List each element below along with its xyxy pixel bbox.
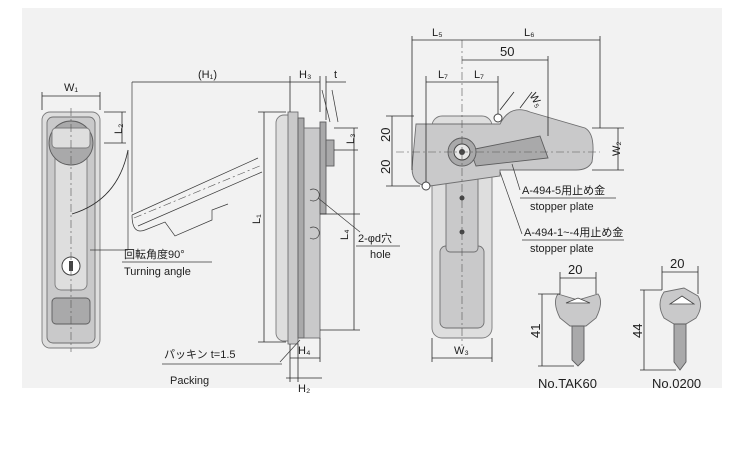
key-tak60-name: No.TAK60 — [538, 376, 597, 391]
stopper-a-code: A-494-5用止め金 — [522, 183, 605, 197]
key-tak60-height: 41 — [528, 324, 543, 338]
drawing-background — [22, 8, 722, 388]
turning-angle-en: Turning angle — [124, 266, 191, 278]
l1-label: L₁ — [251, 214, 263, 224]
key-tak60-blade — [571, 325, 585, 367]
l6-label: L₆ — [524, 27, 535, 39]
fifty-label: 50 — [500, 44, 514, 59]
key-0200-width: 20 — [670, 256, 684, 271]
turning-angle-arc — [71, 149, 129, 215]
h1-label: (H₁) — [198, 69, 217, 81]
key-tak60-head — [555, 293, 601, 327]
hole-label-en: hole — [370, 249, 391, 261]
hole-label-jp: 2-φd穴 — [358, 231, 392, 245]
l5-label: L₅ — [432, 27, 443, 39]
h3-label: H₃ — [299, 69, 311, 81]
stopper-b-code: A-494-1~-4用止め金 — [524, 225, 623, 239]
open-handle-outline — [131, 157, 263, 237]
key-slot-icon — [69, 261, 73, 271]
side-handle — [287, 111, 299, 345]
turning-angle-jp: 回転角度90° — [124, 247, 185, 261]
stopper-b-en: stopper plate — [530, 243, 594, 255]
key-0200-name: No.0200 — [652, 376, 701, 391]
rear-hole-upper — [493, 113, 503, 123]
side-hole-mark — [309, 188, 320, 202]
stopper-plate-inner — [469, 135, 549, 167]
packing-label-en: Packing — [170, 375, 209, 387]
front-view: W₁ L₂ 回転角度90° Turning angle — [41, 82, 212, 352]
side-packing — [297, 117, 305, 339]
t-label: t — [334, 69, 337, 81]
w3-label: W₃ — [454, 345, 469, 357]
l7-right-label: L₇ — [474, 69, 484, 81]
w2-label: W₂ — [611, 141, 623, 156]
twenty-upper-label: 20 — [378, 128, 393, 142]
h4-label: H₄ — [298, 345, 311, 357]
twenty-lower-label: 20 — [378, 160, 393, 174]
key-0200-height: 44 — [630, 324, 645, 338]
h2-label: H₂ — [298, 383, 310, 395]
key-0200: 20 44 No.0200 — [630, 256, 701, 391]
rear-view: L₅ L₆ 50 L₇ L₇ W₅ 20 20 W₂ A-494-5用止め金 s… — [378, 27, 624, 362]
l2-label: L₂ — [113, 124, 125, 134]
key-tak60-width: 20 — [568, 262, 582, 277]
side-nut — [325, 139, 335, 167]
l4-label: L₄ — [339, 229, 351, 240]
key-0200-head — [659, 287, 701, 325]
stopper-a-en: stopper plate — [530, 201, 594, 213]
packing-label-jp: パッキン t=1.5 — [164, 348, 236, 361]
side-view: (H₁) H₃ t L₁ L₃ L₄ 2-φd穴 hole H₄ — [131, 69, 400, 395]
key-0200-blade — [673, 323, 687, 371]
key-tak60: 20 41 No.TAK60 — [528, 262, 601, 391]
rear-hole-lower — [421, 181, 431, 191]
side-housing — [303, 127, 321, 339]
l3-label: L₃ — [345, 133, 357, 144]
w1-label: W₁ — [64, 82, 78, 94]
l7-left-label: L₇ — [438, 69, 448, 81]
